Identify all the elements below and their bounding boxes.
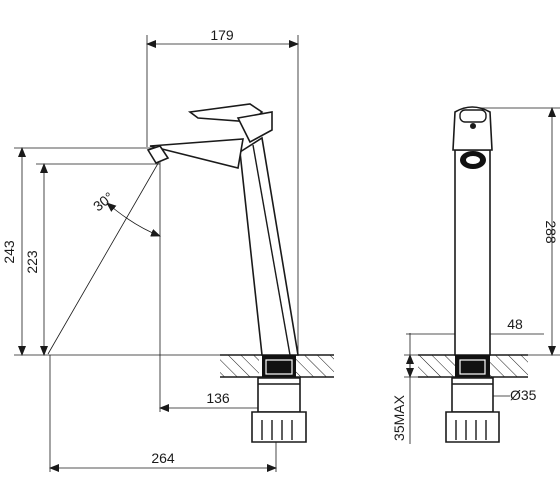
dim-label-288: 288 (543, 220, 559, 244)
dim-label-136: 136 (206, 390, 230, 406)
dim-label-223: 223 (24, 250, 40, 274)
side-faucet-body (454, 149, 491, 356)
side-countertop-hatch-left (418, 355, 455, 377)
side-handle-cap (459, 109, 487, 123)
dim-label-179: 179 (210, 27, 234, 43)
base-connector-inner (265, 359, 293, 375)
dim-label-diameter: Ø35 (510, 387, 537, 403)
front-view: 179 243 223 30° 136 264 (1, 27, 334, 472)
mounting-shank (251, 411, 307, 443)
faucet-body-inner-line (252, 144, 291, 356)
side-view: 288 48 35MAX Ø35 (391, 106, 560, 444)
side-spout-aerator-inner (466, 156, 480, 164)
dim-label-35max: 35MAX (391, 394, 407, 441)
dim-label-264: 264 (151, 450, 175, 466)
stream-line-angled (47, 159, 161, 355)
dim-label-48: 48 (507, 316, 523, 332)
side-handle-screw (470, 123, 476, 129)
side-mounting-shank (445, 411, 500, 443)
spout-aerator (146, 145, 170, 165)
handle-cartridge (236, 111, 273, 144)
countertop-hatch-right (296, 355, 334, 377)
side-countertop-hatch-right (490, 355, 528, 377)
dim-label-243: 243 (1, 240, 17, 264)
countertop-hatch-left (220, 355, 259, 377)
side-mounting-nut (451, 377, 494, 413)
faucet-spout (149, 138, 244, 169)
mounting-nut (257, 377, 301, 413)
angle-label: 30° (90, 189, 117, 215)
faucet-body (239, 136, 299, 356)
angle-arc-30 (106, 202, 161, 237)
